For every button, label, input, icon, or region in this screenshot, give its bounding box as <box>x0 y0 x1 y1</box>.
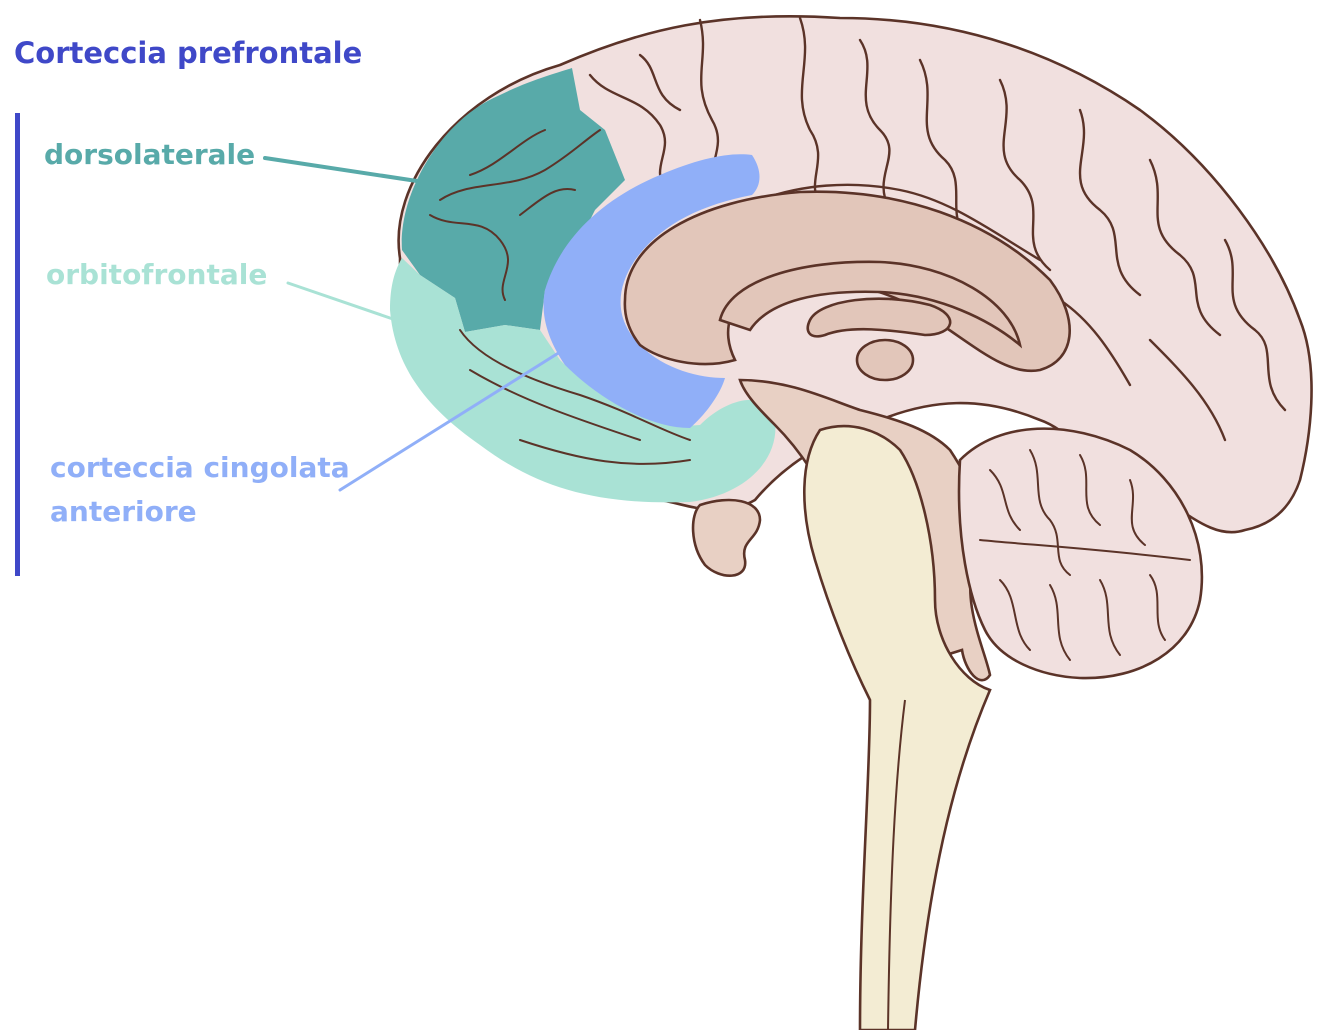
dorsolateral-sulci <box>429 129 601 301</box>
orbitofrontal-region <box>390 258 776 503</box>
dorsolateral-region <box>401 68 625 332</box>
fornix <box>718 260 1023 349</box>
dorsolateral-leader-line <box>263 156 432 185</box>
anterior-cingulate-region <box>543 154 760 428</box>
cerebellum <box>957 427 1204 680</box>
brainstem-groove <box>887 699 906 1030</box>
dorsolateral-label: dorsolaterale <box>44 138 256 171</box>
cingulate-leader-line <box>338 350 562 492</box>
thalamus <box>806 297 952 338</box>
orbitofrontal-label: orbitofrontale <box>46 258 268 291</box>
orbitofrontal-sulci <box>459 329 691 465</box>
cingulate-label-line2: anteriore <box>50 495 197 528</box>
prefrontal-bracket <box>15 113 20 576</box>
cingulate-label-line1: corteccia cingolata <box>50 451 350 484</box>
interthalamic-adhesion <box>855 338 915 382</box>
brainstem <box>803 424 992 1030</box>
cingulate-label: corteccia cingolata anteriore <box>50 446 350 534</box>
cortex-gyri <box>588 16 1287 442</box>
orbitofrontal-leader-line <box>286 281 427 332</box>
diagram-title: Corteccia prefrontale <box>14 36 363 70</box>
cerebellum-folia <box>979 449 1191 661</box>
hypothalamus <box>691 498 762 577</box>
